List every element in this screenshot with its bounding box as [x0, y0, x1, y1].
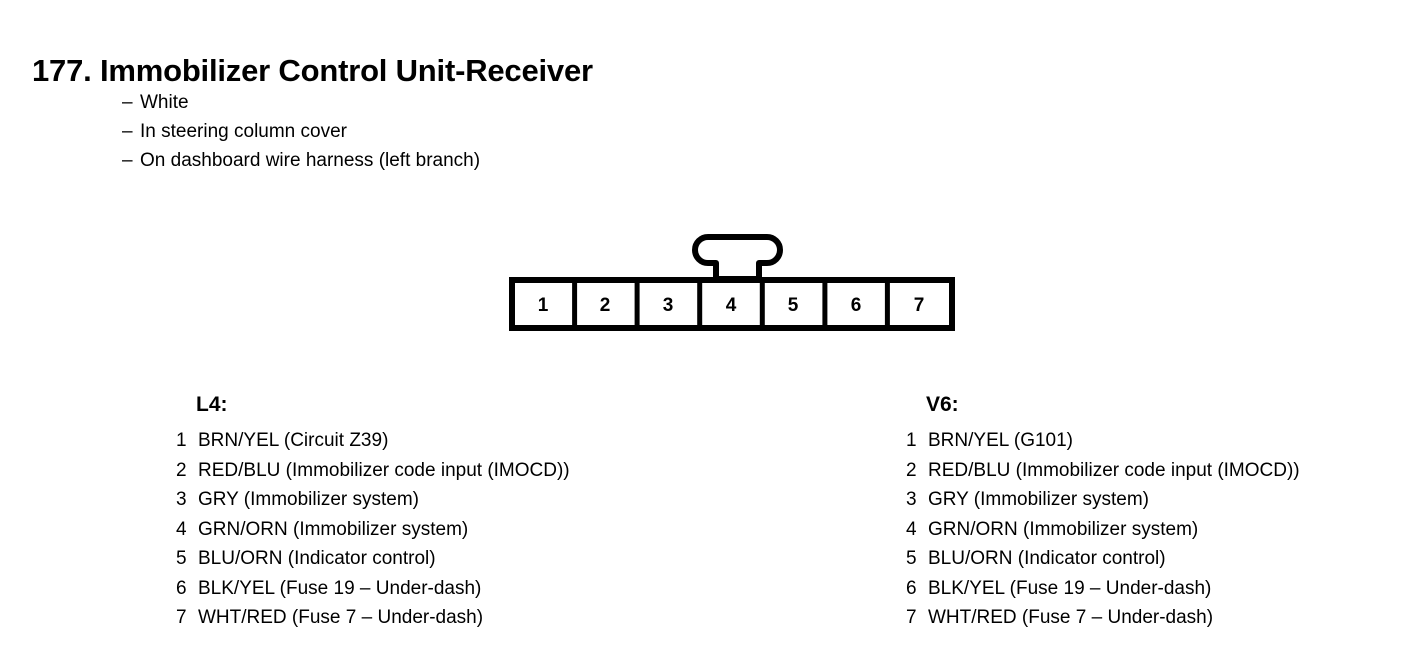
pin-number: 4 [176, 518, 187, 540]
note-text: White [140, 92, 189, 113]
pin-row: 5 BLU/ORN (Indicator control) [176, 544, 570, 574]
pin-number: 4 [906, 518, 917, 540]
pin-row: 2 RED/BLU (Immobilizer code input (IMOCD)… [176, 456, 570, 486]
connector-pin-2: 2 [600, 295, 611, 316]
pin-number: 6 [906, 577, 917, 599]
connector-locking-tab [692, 234, 783, 282]
pin-description: GRY (Immobilizer system) [928, 489, 1149, 510]
pin-description: BRN/YEL (G101) [928, 430, 1074, 451]
pin-number: 2 [176, 459, 187, 481]
pin-description: BLK/YEL (Fuse 19 – Under-dash) [928, 577, 1212, 599]
pin-number: 2 [906, 459, 917, 481]
pin-list: 1 BRN/YEL (Circuit Z39) 2 RED/BLU (Immobil… [176, 426, 570, 633]
connector-pin-1: 1 [538, 295, 549, 316]
note-item: –In steering column cover [122, 117, 480, 146]
pin-column-heading: V6: [926, 393, 959, 416]
pin-row: 3 GRY (Immobilizer system) [906, 485, 1300, 515]
connector-pin-5: 5 [788, 295, 799, 316]
pin-row: 2 RED/BLU (Immobilizer code input (IMOCD)… [906, 456, 1300, 486]
connector-pin-6: 6 [851, 295, 862, 316]
note-dash-marker: – [122, 92, 133, 113]
pin-number: 7 [176, 607, 187, 628]
pin-number: 5 [176, 548, 187, 569]
pin-row: 3 GRY (Immobilizer system) [176, 485, 570, 515]
pin-column-v6: V6: 1 BRN/YEL (G101) 2 RED/BLU (Immobilize… [906, 392, 1300, 633]
connector-pin-7: 7 [914, 295, 925, 316]
pin-number: 1 [906, 430, 917, 451]
connector-diagram: 1 2 3 4 5 6 7 [509, 234, 955, 331]
pin-row: 4 GRN/ORN (Immobilizer system) [906, 515, 1300, 545]
pin-row: 1 BRN/YEL (Circuit Z39) [176, 426, 570, 456]
pin-number: 3 [906, 489, 917, 510]
note-dash-marker: – [122, 121, 133, 142]
pin-number: 5 [906, 548, 917, 569]
pin-description: BRN/YEL (Circuit Z39) [198, 430, 389, 451]
note-item: –On dashboard wire harness (left branch) [122, 146, 480, 175]
pin-number: 7 [906, 607, 917, 628]
note-list: –White –In steering column cover –On das… [122, 88, 480, 175]
pin-list: 1 BRN/YEL (G101) 2 RED/BLU (Immobilizer co… [906, 426, 1300, 633]
note-item: –White [122, 88, 480, 117]
pin-description: GRY (Immobilizer system) [198, 489, 419, 510]
connector-pin-3: 3 [663, 295, 674, 316]
pin-description: GRN/ORN (Immobilizer system) [198, 518, 469, 540]
connector-pin-4: 4 [726, 295, 737, 316]
note-dash-marker: – [122, 150, 133, 171]
pin-column-l4: L4: 1 BRN/YEL (Circuit Z39) 2 RED/BLU (Imm… [176, 392, 570, 633]
pin-row: 4 GRN/ORN (Immobilizer system) [176, 515, 570, 545]
pin-row: 7 WHT/RED (Fuse 7 – Under-dash) [906, 603, 1300, 633]
pin-description: WHT/RED (Fuse 7 – Under-dash) [198, 607, 484, 628]
pin-description: RED/BLU (Immobilizer code input (IMOCD)) [928, 459, 1300, 481]
pin-row: 6 BLK/YEL (Fuse 19 – Under-dash) [906, 574, 1300, 604]
pin-description: GRN/ORN (Immobilizer system) [928, 518, 1199, 540]
pin-description: WHT/RED (Fuse 7 – Under-dash) [928, 607, 1214, 628]
note-text: In steering column cover [140, 121, 347, 142]
connector-body [509, 277, 955, 331]
note-text: On dashboard wire harness (left branch) [140, 150, 481, 171]
pin-row: 1 BRN/YEL (G101) [906, 426, 1300, 456]
pin-number: 6 [176, 577, 187, 599]
pin-row: 5 BLU/ORN (Indicator control) [906, 544, 1300, 574]
pin-description: BLU/ORN (Indicator control) [198, 548, 436, 569]
pin-description: BLU/ORN (Indicator control) [928, 548, 1166, 569]
pin-number: 1 [176, 430, 187, 451]
page-title: 177. Immobilizer Control Unit-Receiver [32, 52, 593, 88]
pin-number: 3 [176, 489, 187, 510]
pin-column-heading: L4: [196, 393, 228, 416]
pin-description: RED/BLU (Immobilizer code input (IMOCD)) [198, 459, 570, 481]
pin-description: BLK/YEL (Fuse 19 – Under-dash) [198, 577, 482, 599]
pin-row: 6 BLK/YEL (Fuse 19 – Under-dash) [176, 574, 570, 604]
pin-row: 7 WHT/RED (Fuse 7 – Under-dash) [176, 603, 570, 633]
connector-pin-dividers [572, 280, 890, 328]
